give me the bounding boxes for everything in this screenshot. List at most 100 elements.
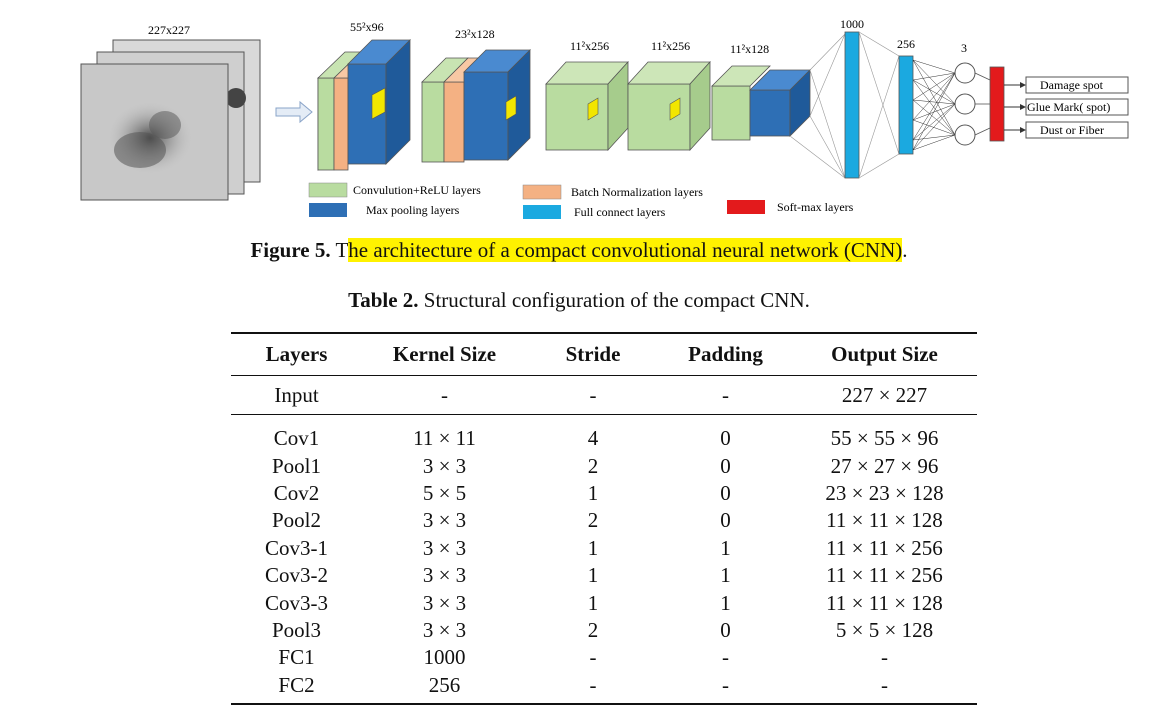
legend-fc-label: Full connect layers	[574, 205, 666, 219]
table-cell: 2	[587, 508, 599, 533]
legend-conv-label: Convulution+ReLU layers	[353, 183, 481, 197]
table-cell: 1000	[423, 645, 466, 670]
output-node	[954, 93, 976, 115]
table-cell: FC1	[278, 645, 315, 670]
table-cell: 1	[587, 563, 599, 588]
table-cell: 1	[720, 563, 731, 588]
table-cell: Pool2	[271, 508, 321, 533]
conv3-1-size-label: 11²x256	[570, 39, 609, 53]
table-cell: -	[589, 645, 597, 670]
legend-swatch-softmax	[727, 200, 765, 214]
table-cell: 3 × 3	[422, 617, 467, 642]
legend-pool-label: Max pooling layers	[366, 203, 460, 217]
arrow-icon	[1020, 127, 1026, 133]
cnn-architecture-figure: 227x227 55²x96 23²x128 11²x256	[80, 17, 1129, 219]
table-cell: 0	[720, 426, 731, 451]
kernel-icon	[505, 95, 517, 121]
table-cell: Pool1	[271, 453, 321, 478]
conv2-size-label: 23²x128	[455, 27, 495, 41]
table-cell: -	[792, 671, 977, 705]
figure-caption: Figure 5. The architecture of a compact …	[0, 238, 1158, 263]
conv1-size-label: 55²x96	[350, 20, 384, 34]
table-cell: FC2	[231, 671, 362, 705]
fc1-layer	[844, 31, 860, 179]
table-cell: 0	[720, 508, 731, 533]
conv3-2-size-label: 11²x256	[651, 39, 690, 53]
output-class-label: Damage spot	[1040, 78, 1104, 92]
table-cell: 3 × 3	[422, 563, 467, 588]
table-cell: 1	[587, 535, 599, 560]
table-header-cell: Layers	[231, 332, 362, 376]
table-cell: 3 × 3	[422, 453, 467, 478]
table-cell: 2	[587, 617, 599, 642]
figure-legend: Convulution+ReLU layers Max pooling laye…	[308, 182, 854, 219]
output-class-label: Dust or Fiber	[1040, 123, 1104, 137]
output-node	[954, 124, 976, 146]
table-cell: 3 × 3	[422, 590, 467, 615]
conv1-block	[317, 39, 411, 171]
legend-swatch-conv	[308, 182, 348, 198]
table-cell: -	[659, 671, 792, 705]
table-cell: 0	[720, 480, 731, 505]
figure-caption-post: .	[902, 238, 908, 262]
config-table-wrapper: Layers Kernel Size Stride Padding Output…	[231, 332, 977, 705]
output-class-label: Glue Mark( spot)	[1027, 100, 1110, 114]
table-cell: 3 × 3	[422, 508, 467, 533]
arrow-icon	[1020, 82, 1026, 88]
table-cell: 11 × 11 × 128	[826, 508, 943, 533]
table-cell: 5 × 5	[422, 480, 467, 505]
table-cell: 1	[720, 535, 731, 560]
table-cell: 0	[720, 453, 731, 478]
conv3-1-block	[545, 60, 629, 152]
table-cell: -	[527, 671, 659, 705]
input-image-stack	[80, 39, 261, 201]
config-table: Layers Kernel Size Stride Padding Output…	[231, 332, 977, 705]
table-cell: 11 × 11	[413, 426, 476, 451]
legend-swatch-pool	[309, 203, 347, 217]
table-cell: 256	[362, 671, 527, 705]
arrow-icon	[1020, 104, 1026, 110]
input-arrow-icon	[275, 100, 313, 124]
conv3-2-block	[627, 60, 711, 152]
table-cell: -	[881, 645, 888, 670]
conv2-block	[421, 49, 531, 163]
table-cell: -	[659, 375, 792, 415]
fc1-size-label: 1000	[840, 17, 864, 31]
fc2-output-connections	[912, 59, 956, 151]
table-cell: 23 × 23 × 128	[825, 480, 944, 505]
table-cell: Pool3	[271, 617, 321, 642]
table-cell: 1	[587, 480, 599, 505]
conv3-3-block	[711, 65, 811, 141]
legend-softmax-label: Soft-max layers	[777, 200, 854, 214]
table-cell: 1	[720, 590, 731, 615]
table-caption-label: Table 2.	[348, 288, 419, 312]
table-header-row: Layers Kernel Size Stride Padding Output…	[231, 332, 977, 376]
table-cell: -	[527, 375, 659, 415]
output-node	[954, 62, 976, 84]
table-row: Pool2 3 × 3 2 0 11 × 11 × 128	[231, 507, 977, 534]
table-cell: Cov3-3	[265, 590, 328, 615]
softmax-size-label: 3	[961, 41, 967, 55]
fc2-layer	[898, 55, 914, 155]
legend-bn-label: Batch Normalization layers	[571, 185, 703, 199]
table-cell: Input	[231, 375, 362, 415]
figure-caption-highlight: he architecture of a compact convolution…	[348, 238, 903, 262]
table-cell: Cov3-1	[265, 535, 328, 560]
fc2-size-label: 256	[897, 37, 915, 51]
table-cell: 11 × 11 × 256	[826, 563, 943, 588]
table-cell: 1	[587, 590, 599, 615]
table-header-cell: Stride	[527, 332, 659, 376]
table-row-input: Input - - - 227 × 227	[231, 375, 977, 415]
table-cell: 27 × 27 × 96	[830, 453, 939, 478]
figure-caption-pre: T	[330, 238, 349, 262]
figure-caption-label: Figure 5.	[250, 238, 331, 262]
table-header-cell: Output Size	[792, 332, 977, 376]
kernel-icon	[371, 87, 386, 120]
